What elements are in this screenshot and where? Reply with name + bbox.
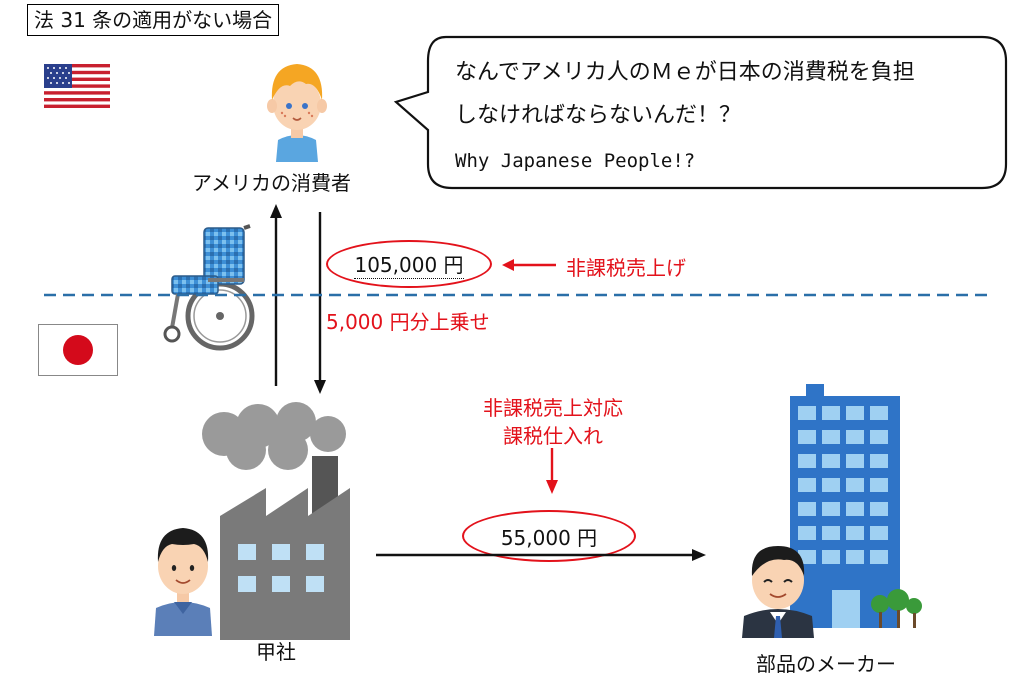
purchase-note-line1: 非課税売上対応 [483,396,623,420]
red-arrow-down-icon [546,448,558,494]
purchase-amount-text: 55,000 円 [500,525,598,550]
trade-arrows [270,204,326,394]
markup-note: 5,000 円分上乗せ [326,310,490,334]
export-note: 非課税売上げ [566,256,686,280]
border-line [44,293,988,297]
wheelchair-icon [163,224,255,351]
purchase-amount: 55,000 円 [462,510,636,562]
supply-arrow [376,549,706,561]
purchase-note-line2: 課税仕入れ [503,424,603,448]
arrow-right-icon [692,549,706,561]
red-arrow-left-icon [502,259,556,271]
arrow-down-icon [314,380,326,394]
usa-flag-icon [44,64,110,108]
consumer-label: アメリカの消費者 [192,171,351,195]
bubble-text-line1: なんでアメリカ人のＭｅが日本の消費税を負担 [455,60,915,85]
office-building-icon [790,384,922,628]
maker-label: 部品のメーカー [756,652,896,676]
export-amount: 105,000 円 [326,240,492,288]
consumer-avatar-icon [267,64,327,162]
bubble-text-line2: しなければならないんだ！？ [455,103,742,128]
maker-avatar-icon [742,546,814,638]
japan-flag-icon [38,324,118,376]
speech-bubble [393,35,1008,190]
company-label: 甲社 [256,640,296,664]
diagram-title: 法 31 条の適用がない場合 [27,4,280,36]
bubble-text-line3: Why Japanese People!? [455,150,696,172]
factory-icon [202,402,350,640]
arrow-up-icon [270,204,282,218]
export-amount-text: 105,000 円 [354,249,464,279]
worker-avatar-icon [154,528,212,636]
